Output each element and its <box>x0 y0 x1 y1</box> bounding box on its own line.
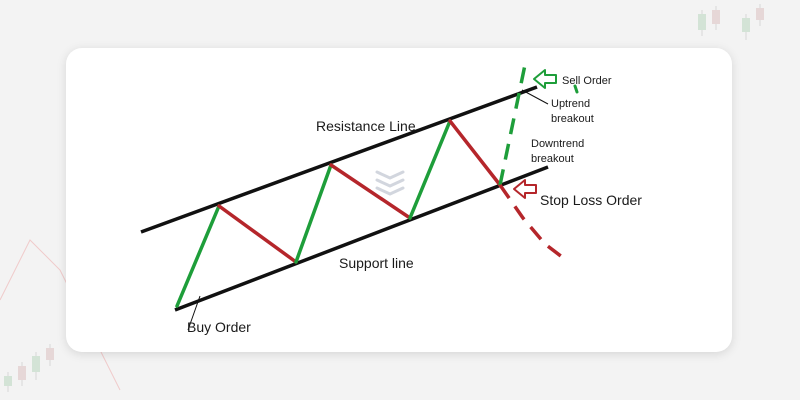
up-leg <box>294 163 333 264</box>
downtrend-breakout-path <box>498 183 568 262</box>
stop-loss-order-label: Stop Loss Order <box>540 192 642 208</box>
resistance-line-label: Resistance Line <box>316 118 416 134</box>
buy-order-label: Buy Order <box>187 319 251 335</box>
uptrend-breakout-label-line1: Uptrend <box>551 98 590 110</box>
watermark-chevron-icon <box>375 170 405 196</box>
uptrend-breakout-path <box>498 59 528 186</box>
up-leg <box>175 204 221 308</box>
support-line-label: Support line <box>339 255 414 271</box>
buy-order-pointer-line <box>187 295 201 331</box>
stop-loss-arrow-icon <box>513 179 537 199</box>
sell-order-tick <box>573 84 579 94</box>
up-leg <box>408 119 452 220</box>
resistance-line <box>140 85 538 234</box>
sell-order-arrow-icon <box>533 69 557 89</box>
uptrend-pointer-line <box>521 89 549 105</box>
diagram-card <box>66 48 732 352</box>
sell-order-label: Sell Order <box>562 75 612 87</box>
down-leg <box>448 119 502 187</box>
downtrend-breakout-label-line1: Downtrend <box>531 138 584 150</box>
down-leg <box>329 163 412 220</box>
down-leg <box>217 204 298 264</box>
uptrend-breakout-label-line2: breakout <box>551 113 594 125</box>
downtrend-breakout-label-line2: breakout <box>531 153 574 165</box>
price-legs <box>175 119 502 308</box>
support-line <box>174 165 549 312</box>
